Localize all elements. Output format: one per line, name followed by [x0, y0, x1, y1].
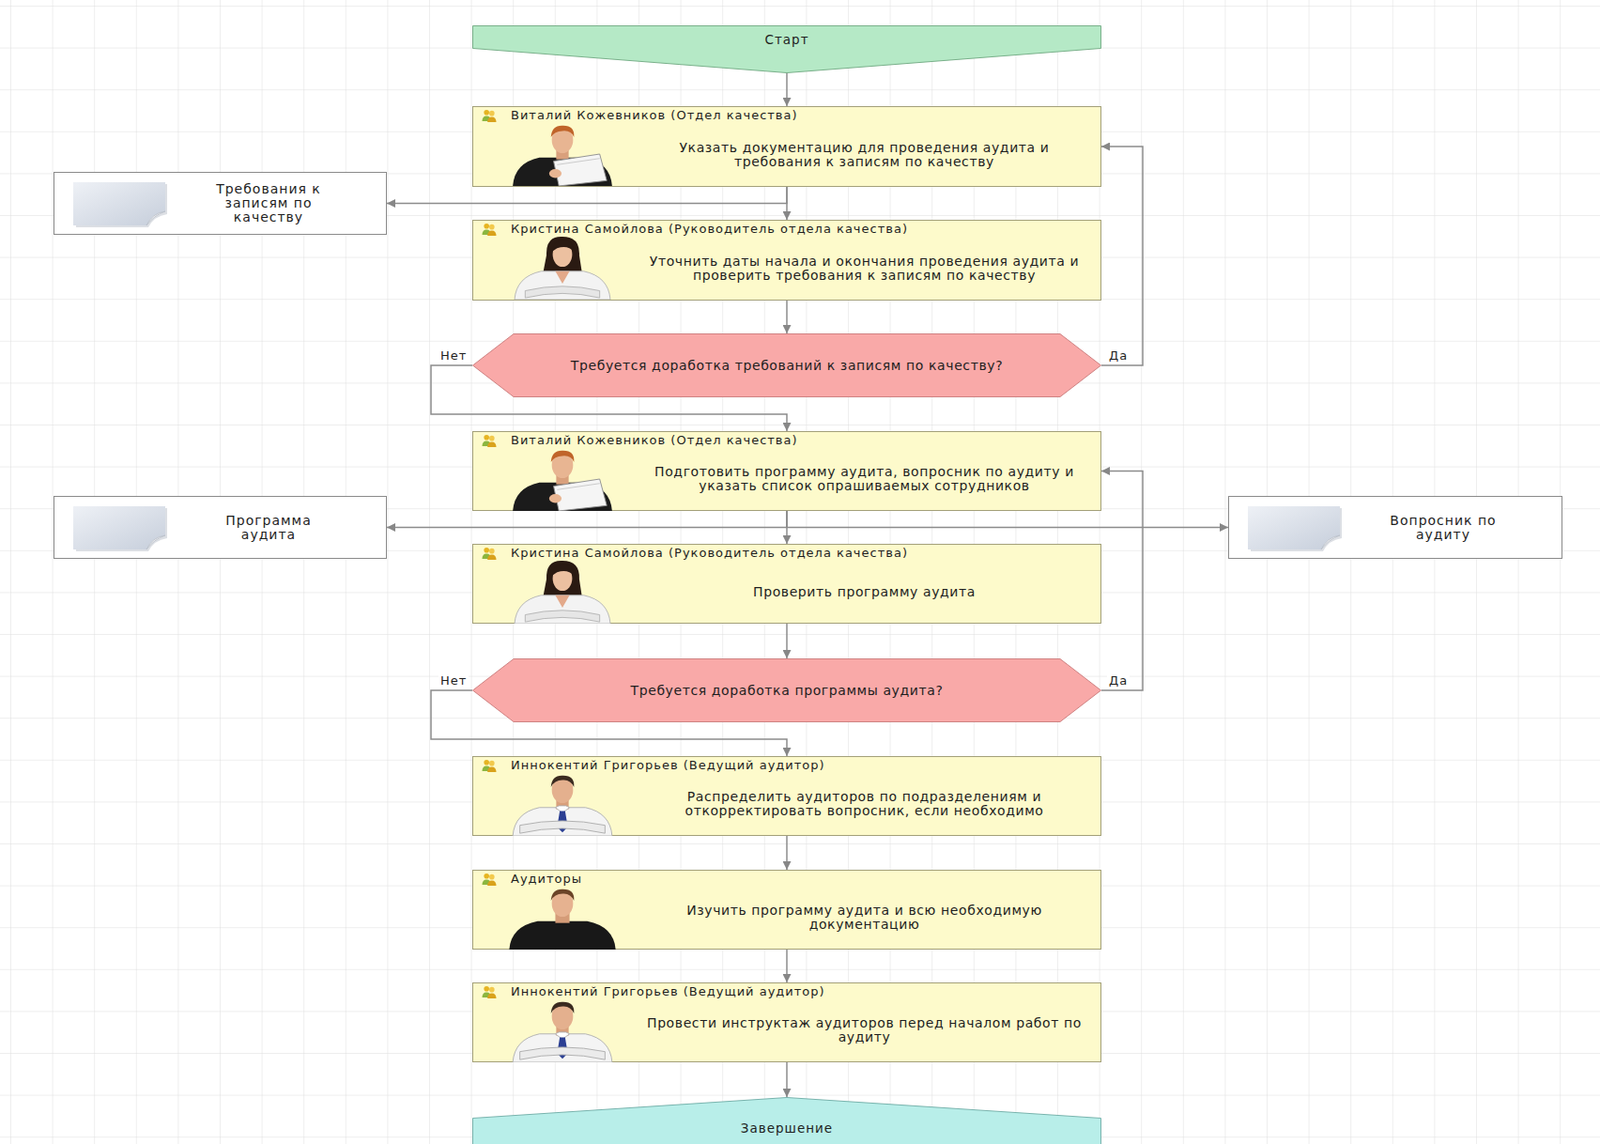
- task-text: Указать документацию для проведения ауди…: [628, 123, 1101, 186]
- role-heading: Иннокентий Григорьев (Ведущий аудитор): [473, 756, 1101, 773]
- person-illustration: [512, 125, 613, 186]
- flow-connector: [1101, 146, 1143, 366]
- document-title: Вопросник по аудиту: [1365, 507, 1522, 548]
- role-icon: [482, 985, 497, 999]
- process-box: Кристина Самойлова (Руководитель отдела …: [472, 219, 1102, 301]
- process-box: Иннокентий Григорьев (Ведущий аудитор)Пр…: [472, 982, 1102, 1062]
- flow-connector: [386, 510, 787, 528]
- flow-connector: [785, 835, 788, 870]
- person-illustration: [508, 889, 616, 950]
- process-box: Виталий Кожевников (Отдел качества)Указа…: [472, 106, 1102, 187]
- person-illustration: [512, 450, 613, 511]
- flow-connector: [785, 510, 788, 544]
- document-icon: [73, 182, 168, 228]
- decision-hexagon: Требуется доработка требований к записям…: [472, 333, 1102, 398]
- terminal-text: Старт: [765, 32, 810, 47]
- person-illustration: [514, 236, 611, 300]
- role-icon: [482, 223, 497, 236]
- role-heading: Виталий Кожевников (Отдел качества): [473, 107, 1101, 124]
- decision-text: Требуется доработка программы аудита?: [630, 683, 944, 698]
- role-heading: Виталий Кожевников (Отдел качества): [473, 431, 1101, 448]
- role-icon: [482, 547, 497, 560]
- flow-connector: [785, 1061, 788, 1097]
- role-icon: [482, 434, 497, 447]
- decision-hexagon: Требуется доработка программы аудита?: [472, 658, 1102, 723]
- task-text: Изучить программу аудита и всю необходим…: [628, 886, 1101, 949]
- document-title: Программа аудита: [190, 507, 347, 548]
- person-illustration: [493, 998, 631, 1062]
- task-text: Проверить программу аудита: [628, 560, 1101, 623]
- flow-connector: [785, 623, 788, 659]
- role-heading: Иннокентий Григорьев (Ведущий аудитор): [473, 983, 1101, 1000]
- process-box: Иннокентий Григорьев (Ведущий аудитор)Ра…: [472, 755, 1102, 836]
- role-icon: [482, 873, 497, 886]
- flow-connector: [785, 949, 788, 983]
- branch-label: Да: [1107, 674, 1130, 688]
- role-heading: Кристина Самойлова (Руководитель отдела …: [473, 544, 1101, 561]
- document-icon: [71, 503, 170, 553]
- end-terminal-outline: [473, 1097, 1102, 1144]
- flow-connector: [386, 186, 787, 204]
- end-terminal-outline: [472, 1096, 1102, 1144]
- flow-connector: [785, 186, 788, 220]
- document-icon: [1246, 503, 1344, 553]
- flow-connector: [785, 300, 788, 334]
- person-illustration: [512, 775, 613, 836]
- person-illustration: [493, 885, 631, 950]
- role-icon: [482, 109, 497, 123]
- start-terminal-outline: [473, 26, 1102, 74]
- role-icon: [482, 759, 497, 772]
- document-box: Программа аудита: [53, 495, 387, 559]
- flow-connector: [1101, 471, 1143, 692]
- branch-label: Нет: [438, 674, 469, 688]
- task-text: Провести инструктаж аудиторов перед нача…: [628, 999, 1101, 1062]
- document-icon: [73, 506, 168, 552]
- end-terminal: Завершение: [472, 1096, 1102, 1144]
- flow-connector: [785, 73, 788, 107]
- task-text: Распределить аудиторов по подразделениям…: [628, 772, 1101, 835]
- role-heading: Аудиторы: [473, 870, 1101, 887]
- role-icon: [480, 432, 498, 447]
- role-icon: [480, 107, 498, 123]
- person-illustration: [493, 235, 631, 300]
- process-box: АудиторыИзучить программу аудита и всю н…: [472, 869, 1102, 950]
- role-icon: [480, 757, 498, 772]
- branch-label: Да: [1107, 349, 1130, 363]
- task-text: Подготовить программу аудита, вопросник …: [628, 447, 1101, 510]
- document-icon: [1247, 506, 1342, 552]
- role-icon: [480, 871, 498, 886]
- process-box: Кристина Самойлова (Руководитель отдела …: [472, 543, 1102, 624]
- person-illustration: [493, 771, 631, 836]
- role-icon: [480, 545, 498, 560]
- person-illustration: [493, 446, 631, 511]
- role-icon: [480, 221, 498, 236]
- decision-text: Требуется доработка требований к записям…: [570, 358, 1003, 373]
- role-icon: [480, 984, 498, 999]
- flow-connector: [786, 510, 1229, 528]
- process-box: Виталий Кожевников (Отдел качества)Подго…: [472, 430, 1102, 511]
- person-illustration: [493, 122, 631, 186]
- connector-group: [386, 73, 1229, 1097]
- document-title: Требования к записям по качеству: [190, 176, 347, 231]
- decision-hexagon-outline: [473, 659, 1102, 723]
- role-heading: Кристина Самойлова (Руководитель отдела …: [473, 220, 1101, 237]
- terminal-text: Завершение: [740, 1121, 833, 1136]
- document-box: Вопросник по аудиту: [1228, 495, 1563, 559]
- decision-hexagon-outline: [473, 334, 1102, 398]
- person-illustration: [514, 560, 611, 624]
- start-terminal: Старт: [472, 25, 1102, 74]
- task-text: Уточнить даты начала и окончания проведе…: [628, 236, 1101, 300]
- person-illustration: [493, 559, 631, 624]
- branch-label: Нет: [438, 349, 469, 363]
- document-icon: [71, 179, 170, 229]
- document-box: Требования к записям по качеству: [53, 171, 387, 235]
- person-illustration: [512, 1001, 613, 1062]
